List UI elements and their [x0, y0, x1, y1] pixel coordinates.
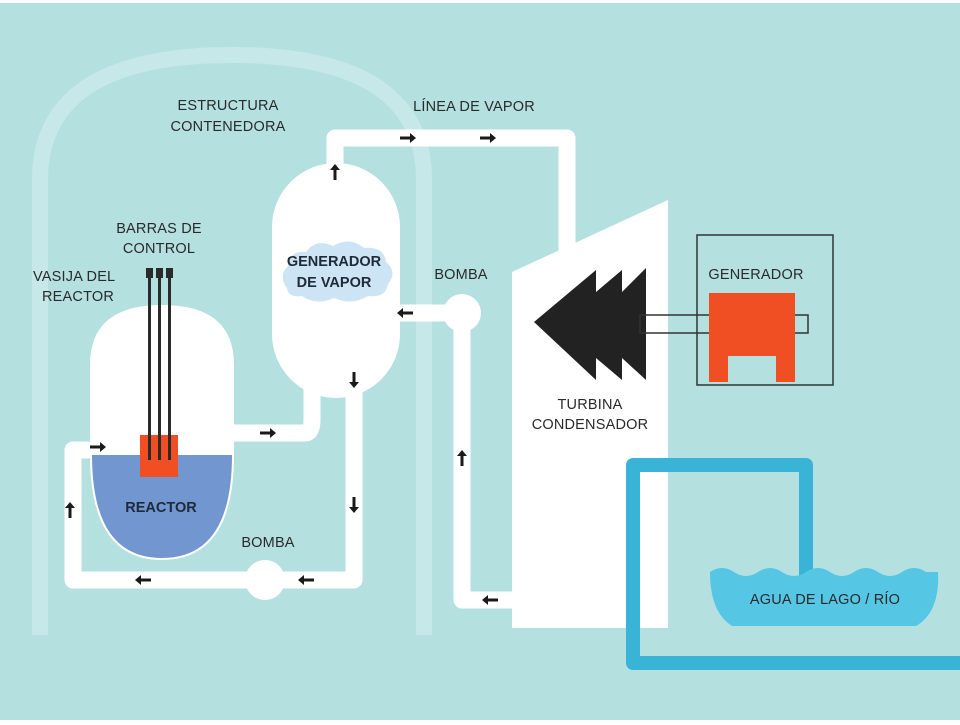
feedwater-pump	[443, 294, 481, 332]
flow-arrow-icon	[397, 308, 413, 318]
control-rods-label-line2: CONTROL	[123, 241, 195, 257]
control-rod	[148, 275, 151, 460]
generator-label: GENERADOR	[708, 267, 803, 283]
generator-housing	[696, 234, 834, 386]
reactor-label: REACTOR	[125, 500, 197, 516]
flow-arrow-icon	[90, 442, 106, 452]
control-rod	[168, 275, 171, 460]
turbine-condenser-building	[512, 200, 668, 628]
control-rod	[158, 275, 161, 460]
vessel-label-line1: VASIJA DEL	[33, 269, 115, 285]
flow-arrow-icon	[65, 502, 75, 518]
steam-generator-label-line1: GENERADOR	[287, 254, 382, 270]
feedwater-pump-label: BOMBA	[434, 267, 487, 283]
top-border	[0, 0, 960, 3]
cooling-water-loop	[626, 458, 960, 670]
steam-generator-label-line2: DE VAPOR	[297, 275, 372, 291]
primary-return-pipe	[64, 376, 363, 589]
flow-arrow-icon	[400, 133, 416, 143]
primary-pump-label: BOMBA	[241, 535, 294, 551]
vessel-label-line2: REACTOR	[42, 289, 114, 305]
flow-arrow-icon	[260, 428, 276, 438]
primary-loop	[64, 376, 363, 589]
flow-arrow-icon	[330, 164, 340, 180]
control-rod	[166, 268, 173, 278]
control-rod	[156, 268, 163, 278]
reactor-water	[92, 455, 232, 558]
containment-structure	[32, 46, 432, 635]
steam-generator-cloud	[282, 241, 393, 302]
containment-label-line1: ESTRUCTURA	[177, 98, 278, 114]
flow-arrows	[65, 133, 498, 605]
hot-leg-pipe	[221, 381, 321, 442]
steam-line-pipe	[326, 129, 576, 250]
turbine-label-line2: CONDENSADOR	[532, 417, 649, 433]
lake-water-body	[710, 568, 939, 626]
steam-line-label: LÍNEA DE VAPOR	[413, 98, 535, 115]
turbine	[534, 268, 646, 380]
flow-arrow-icon	[135, 575, 151, 585]
flow-arrow-icon	[349, 497, 359, 513]
flow-arrow-icon	[457, 450, 467, 466]
control-rod	[146, 268, 153, 278]
flow-arrow-icon	[482, 595, 498, 605]
lake-water-label: AGUA DE LAGO / RÍO	[750, 591, 900, 608]
flow-arrow-icon	[349, 372, 359, 388]
primary-pump	[245, 560, 285, 600]
generator-body	[709, 293, 795, 382]
flow-arrow-icon	[480, 133, 496, 143]
control-rods	[146, 268, 173, 460]
flow-arrow-icon	[298, 575, 314, 585]
containment-label-line2: CONTENEDORA	[171, 119, 286, 135]
control-rods-label-line1: BARRAS DE	[116, 221, 202, 237]
turbine-label-line1: TURBINA	[557, 397, 622, 413]
